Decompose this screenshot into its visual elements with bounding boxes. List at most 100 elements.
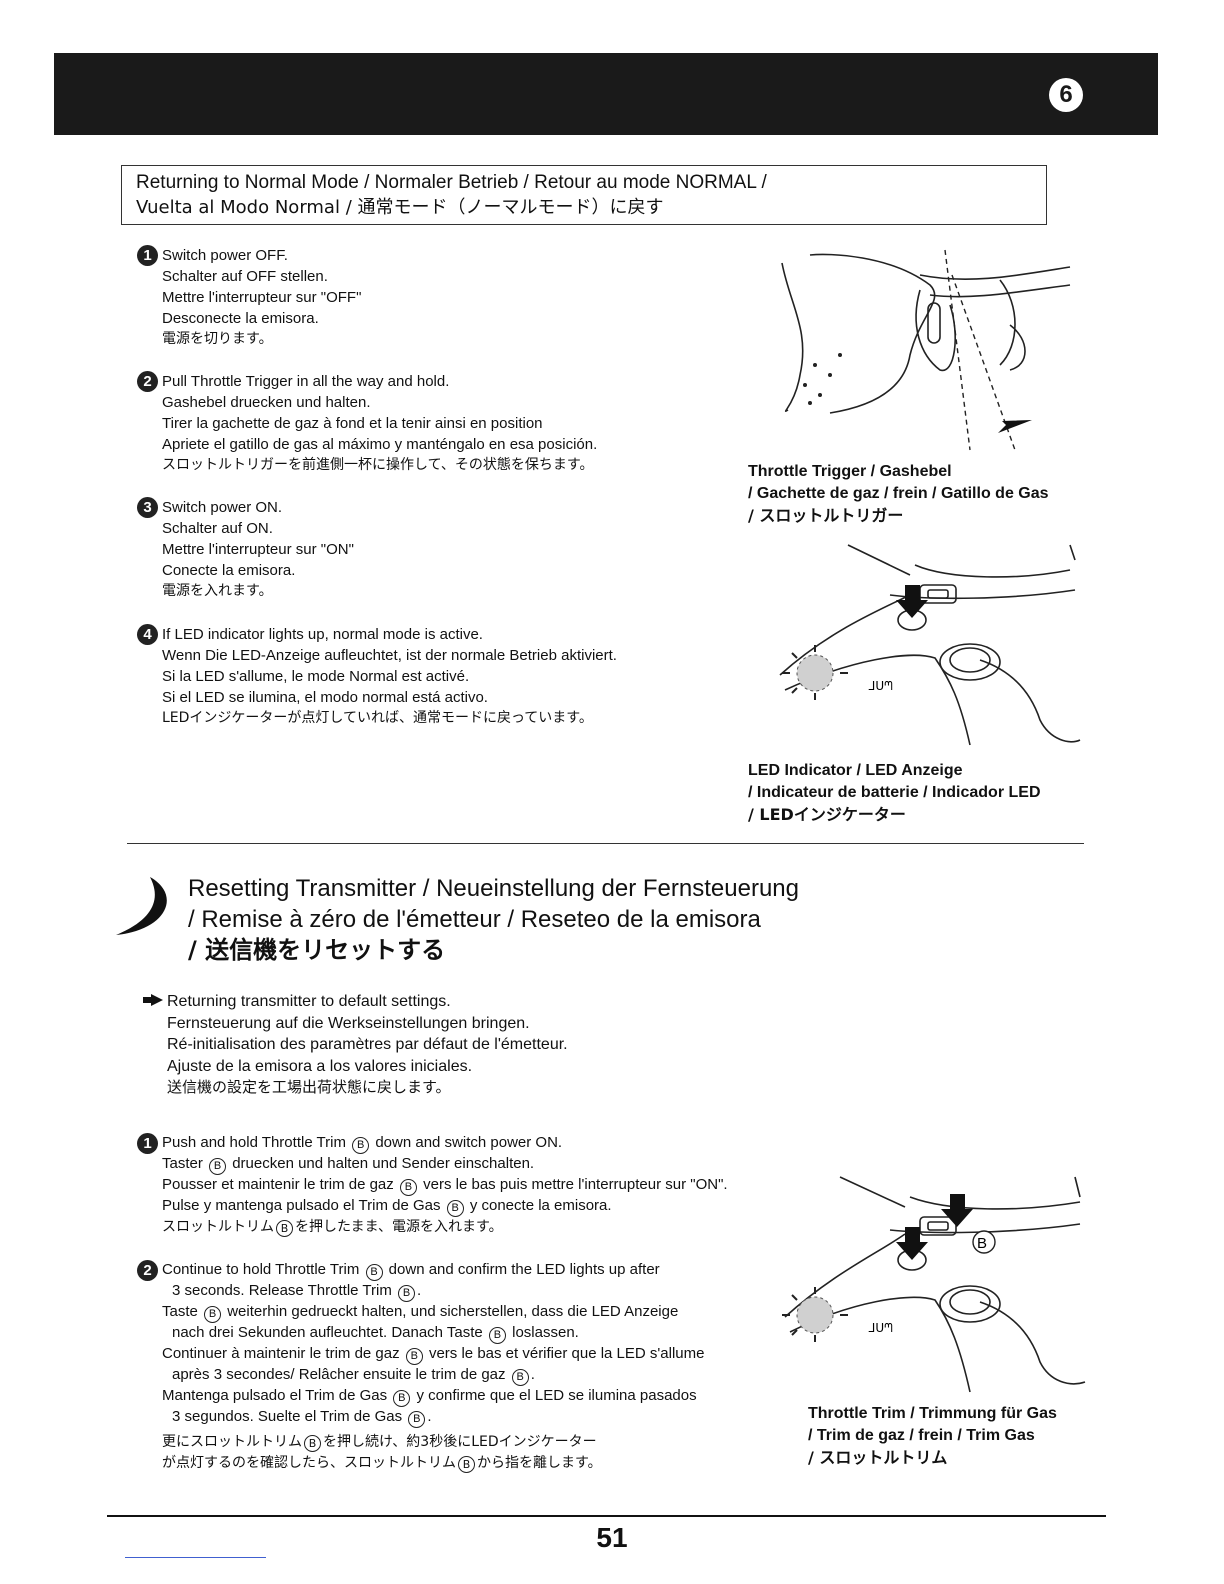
step-line: Apriete el gatillo de gas al máximo y ma…: [162, 436, 598, 453]
step-text: Mantenga pulsado el Trim de Gas: [162, 1387, 388, 1404]
step-text: Taster: [162, 1155, 203, 1172]
arrow-right-icon: [143, 994, 163, 1006]
caption-line: / Gachette de gaz / frein / Gatillo de G…: [748, 485, 1049, 502]
svg-text:ᒧᑌᘉ: ᒧᑌᘉ: [868, 679, 893, 693]
step-number-badge: 1: [137, 1133, 158, 1154]
step-line: 3 segundos. Suelte el Trim de Gas B.: [162, 1407, 704, 1428]
step-text: Taste: [162, 1303, 198, 1320]
trim-b-marker: B: [458, 1455, 475, 1473]
reset-step-1: 1 Push and hold Throttle Trim B down and…: [137, 1133, 728, 1238]
intro-line: Fernsteuerung auf die Werkseinstellungen…: [167, 1014, 530, 1032]
step-text: weiterhin gedrueckt halten, und sicherst…: [227, 1303, 679, 1320]
crescent-icon: [116, 877, 167, 935]
step-line: Schalter auf ON.: [162, 520, 273, 537]
step-line: Continuer à maintenir le trim de gaz B v…: [162, 1344, 704, 1365]
step-line: nach drei Sekunden aufleuchtet. Danach T…: [162, 1323, 704, 1344]
trim-b-marker: B: [488, 1327, 506, 1344]
step-line: après 3 secondes/ Relâcher ensuite le tr…: [162, 1365, 704, 1386]
step-text: 3 segundos. Suelte el Trim de Gas: [172, 1408, 403, 1425]
step-text: を押し続け、約3秒後にLEDインジケーター: [323, 1434, 597, 1450]
caption-line: / スロットルトリガー: [748, 506, 904, 525]
footer-link-underline: [125, 1557, 266, 1558]
step-line: Schalter auf OFF stellen.: [162, 268, 328, 285]
step-number-badge: 2: [137, 371, 158, 392]
reset-title-line1: Resetting Transmitter / Neueinstellung d…: [188, 875, 799, 902]
step-text: が点灯するのを確認したら、スロットルトリム: [162, 1454, 456, 1471]
led-indicator-illustration: ᒧᑌᘉ: [779, 544, 1081, 746]
intro-line: Ajuste de la emisora a los valores inici…: [167, 1057, 473, 1075]
trim-b-marker: B: [204, 1306, 222, 1323]
step-text: vers le bas et vérifier que la LED s'all…: [428, 1345, 705, 1362]
step-line: スロットルトリガーを前進側一杯に操作して、その状態を保ちます。: [162, 457, 594, 473]
step-line: Pousser et maintenir le trim de gaz B ve…: [162, 1175, 728, 1196]
chapter-badge: 6: [1049, 78, 1083, 112]
step-text: 3 seconds. Release Throttle Trim: [172, 1282, 392, 1299]
caption-line: LED Indicator / LED Anzeige: [748, 762, 963, 779]
step-line: Pulse y mantenga pulsado el Trim de Gas …: [162, 1196, 728, 1217]
reset-step-2: 2 Continue to hold Throttle Trim B down …: [137, 1260, 704, 1473]
step-line: Conecte la emisora.: [162, 562, 296, 579]
caption-throttle-trigger: Throttle Trigger / Gashebel / Gachette d…: [748, 461, 1049, 527]
caption-line: / Indicateur de batterie / Indicador LED: [748, 784, 1041, 801]
step-line: Mantenga pulsado el Trim de Gas B y conf…: [162, 1386, 704, 1407]
step-text: down and switch power ON.: [375, 1134, 563, 1151]
step-line: Push and hold Throttle Trim B down and s…: [162, 1133, 728, 1154]
step-line: 電源を入れます。: [162, 583, 273, 599]
section-title-line2: Vuelta al Modo Normal / 通常モード（ノーマルモード）に戻…: [136, 197, 664, 218]
step-line: Wenn Die LED-Anzeige aufleuchtet, ist de…: [162, 647, 617, 664]
step-line: LEDインジケーターが点灯していれば、通常モードに戻っています。: [162, 710, 593, 726]
step-line: Switch power OFF.: [162, 247, 288, 264]
reset-title-line2: / Remise à zéro de l'émetteur / Reseteo …: [188, 906, 761, 933]
trim-b-marker: B: [209, 1158, 227, 1175]
step-text: druecken und halten und Sender einschalt…: [232, 1155, 535, 1172]
trim-b-marker: B: [446, 1200, 464, 1217]
step-text: .: [427, 1408, 432, 1425]
trim-b-marker: B: [511, 1369, 529, 1386]
normal-step-2: 2 Pull Throttle Trigger in all the way a…: [137, 371, 597, 476]
trim-b-marker: B: [304, 1435, 321, 1452]
caption-throttle-trim: Throttle Trim / Trimmung für Gas / Trim …: [808, 1403, 1057, 1469]
trim-b-marker: B: [405, 1348, 423, 1365]
intro-line: Returning transmitter to default setting…: [167, 993, 451, 1010]
step-line: Mettre l'interrupteur sur "OFF": [162, 289, 362, 306]
trim-b-marker: B: [365, 1264, 383, 1281]
step-text: .: [530, 1366, 535, 1383]
reset-intro: Returning transmitter to default setting…: [143, 991, 568, 1099]
step-line: Continue to hold Throttle Trim B down an…: [162, 1260, 704, 1281]
intro-line: Ré-initialisation des paramètres par déf…: [167, 1036, 568, 1054]
step-line: Taste B weiterhin gedrueckt halten, und …: [162, 1302, 704, 1323]
section-title-line1: Returning to Normal Mode / Normaler Betr…: [136, 172, 767, 193]
footer-rule: [107, 1515, 1106, 1517]
step-text: .: [417, 1282, 422, 1299]
step-line: Switch power ON.: [162, 499, 283, 516]
step-line: 3 seconds. Release Throttle Trim B.: [162, 1281, 704, 1302]
step-text: Push and hold Throttle Trim: [162, 1134, 346, 1151]
caption-line: Throttle Trigger / Gashebel: [748, 463, 952, 480]
step-number-badge: 1: [137, 245, 158, 266]
header-bar: [54, 53, 1158, 135]
caption-led-indicator: LED Indicator / LED Anzeige / Indicateur…: [748, 760, 1041, 826]
step-text: y conecte la emisora.: [469, 1197, 612, 1214]
trim-b-marker: B: [352, 1137, 370, 1154]
step-line: 電源を切ります。: [162, 331, 273, 347]
step-text: nach drei Sekunden aufleuchtet. Danach T…: [172, 1324, 483, 1341]
trim-b-label: B: [977, 1235, 987, 1252]
section-title-box: Returning to Normal Mode / Normaler Betr…: [121, 165, 1047, 225]
step-line: Si el LED se ilumina, el modo normal est…: [162, 689, 488, 706]
trim-b-marker: B: [276, 1220, 293, 1237]
step-text: から指を離します。: [477, 1454, 602, 1471]
step-text: Continuer à maintenir le trim de gaz: [162, 1345, 400, 1362]
step-line: Desconecte la emisora.: [162, 310, 319, 327]
step-line: Tirer la gachette de gaz à fond et la te…: [162, 415, 543, 432]
step-line: If LED indicator lights up, normal mode …: [162, 626, 483, 643]
trim-b-marker: B: [399, 1179, 417, 1196]
step-text: down and confirm the LED lights up after: [388, 1261, 660, 1278]
step-text: loslassen.: [512, 1324, 579, 1341]
step-line: Gashebel druecken und halten.: [162, 394, 371, 411]
trim-b-marker: B: [408, 1411, 426, 1428]
step-text: スロットルトリム: [162, 1219, 274, 1235]
intro-line: 送信機の設定を工場出荷状態に戻します。: [167, 1078, 451, 1097]
